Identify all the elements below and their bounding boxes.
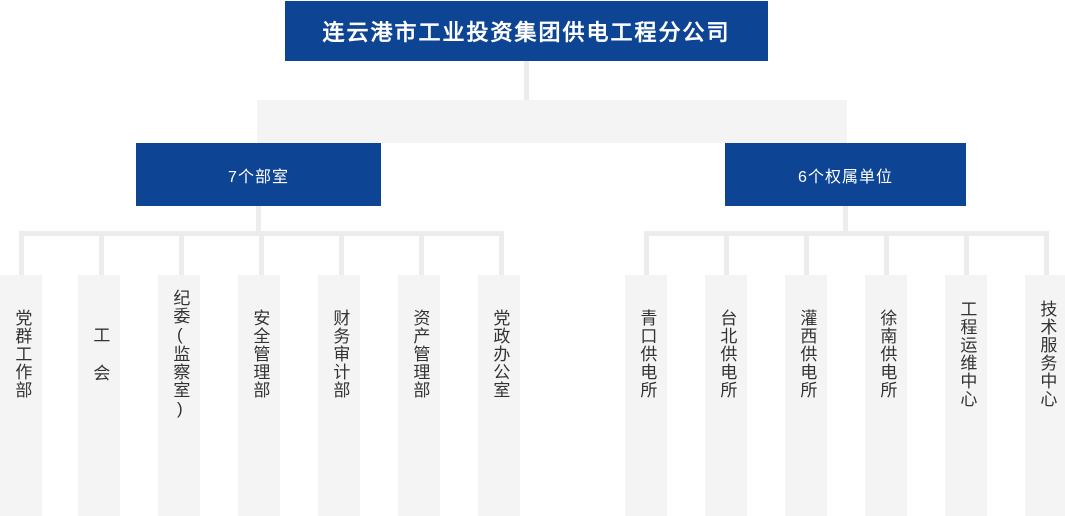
connector-subsidiary-stem-4 — [884, 231, 889, 277]
connector-subsidiary-stem-1 — [644, 231, 649, 277]
branch-node-subsidiaries-label: 6个权属单位 — [798, 168, 893, 186]
root-node-label: 连云港市工业投资集团供电工程分公司 — [322, 20, 731, 45]
connector-subsidiary-stem-2 — [724, 231, 729, 277]
leaf-node-label: 工 会 — [90, 325, 110, 382]
leaf-node-department[interactable]: 财务审计部 — [318, 275, 360, 516]
leaf-node-label: 党政办公室 — [490, 308, 510, 399]
leaf-node-subsidiary[interactable]: 青口供电所 — [625, 275, 667, 516]
connector-department-stem-1 — [19, 231, 24, 277]
connector-department-stem-2 — [99, 231, 104, 277]
connector-branch-band — [257, 100, 847, 143]
connector-subsidiary-stem-6 — [1044, 231, 1049, 277]
leaf-node-subsidiary[interactable]: 台北供电所 — [705, 275, 747, 516]
connector-department-stem-6 — [419, 231, 424, 277]
connector-subsidiary-stem-5 — [964, 231, 969, 277]
branch-node-subsidiaries[interactable]: 6个权属单位 — [725, 143, 966, 206]
leaf-node-subsidiary[interactable]: 徐南供电所 — [865, 275, 907, 516]
leaf-node-subsidiary[interactable]: 工程运维中心 — [945, 275, 987, 516]
connector-department-stem-3 — [179, 231, 184, 277]
branch-node-departments[interactable]: 7个部室 — [136, 143, 381, 206]
leaf-node-department[interactable]: 安全管理部 — [238, 275, 280, 516]
leaf-node-label: 安全管理部 — [250, 308, 270, 399]
leaf-node-department[interactable]: 资产管理部 — [398, 275, 440, 516]
leaf-node-label: 台北供电所 — [717, 308, 737, 399]
connector-subsidiaries-drop — [843, 206, 848, 233]
connector-departments-drop — [256, 206, 261, 233]
connector-department-stem-5 — [339, 231, 344, 277]
leaf-node-label: 徐南供电所 — [877, 308, 897, 399]
root-node-company[interactable]: 连云港市工业投资集团供电工程分公司 — [285, 1, 768, 61]
leaf-node-label: 财务审计部 — [330, 308, 350, 399]
leaf-node-subsidiary[interactable]: 灌西供电所 — [785, 275, 827, 516]
connector-department-stem-7 — [499, 231, 504, 277]
branch-node-departments-label: 7个部室 — [228, 168, 289, 186]
leaf-node-label: 纪委(监察室) — [170, 288, 190, 419]
connector-department-stem-4 — [259, 231, 264, 277]
leaf-node-department[interactable]: 工 会 — [78, 275, 120, 516]
leaf-node-department[interactable]: 党政办公室 — [478, 275, 520, 516]
leaf-node-subsidiary[interactable]: 技术服务中心 — [1025, 275, 1065, 516]
leaf-node-department[interactable]: 纪委(监察室) — [158, 275, 200, 516]
leaf-node-label: 党群工作部 — [12, 308, 32, 399]
leaf-node-department[interactable]: 党群工作部 — [0, 275, 42, 516]
connector-subsidiaries-bus — [644, 231, 1048, 236]
leaf-node-label: 青口供电所 — [637, 308, 657, 399]
leaf-node-label: 灌西供电所 — [797, 308, 817, 399]
connector-root-trunk — [524, 61, 529, 101]
leaf-node-label: 工程运维中心 — [957, 299, 977, 408]
leaf-node-label: 技术服务中心 — [1037, 299, 1057, 408]
leaf-node-label: 资产管理部 — [410, 308, 430, 399]
connector-subsidiary-stem-3 — [804, 231, 809, 277]
